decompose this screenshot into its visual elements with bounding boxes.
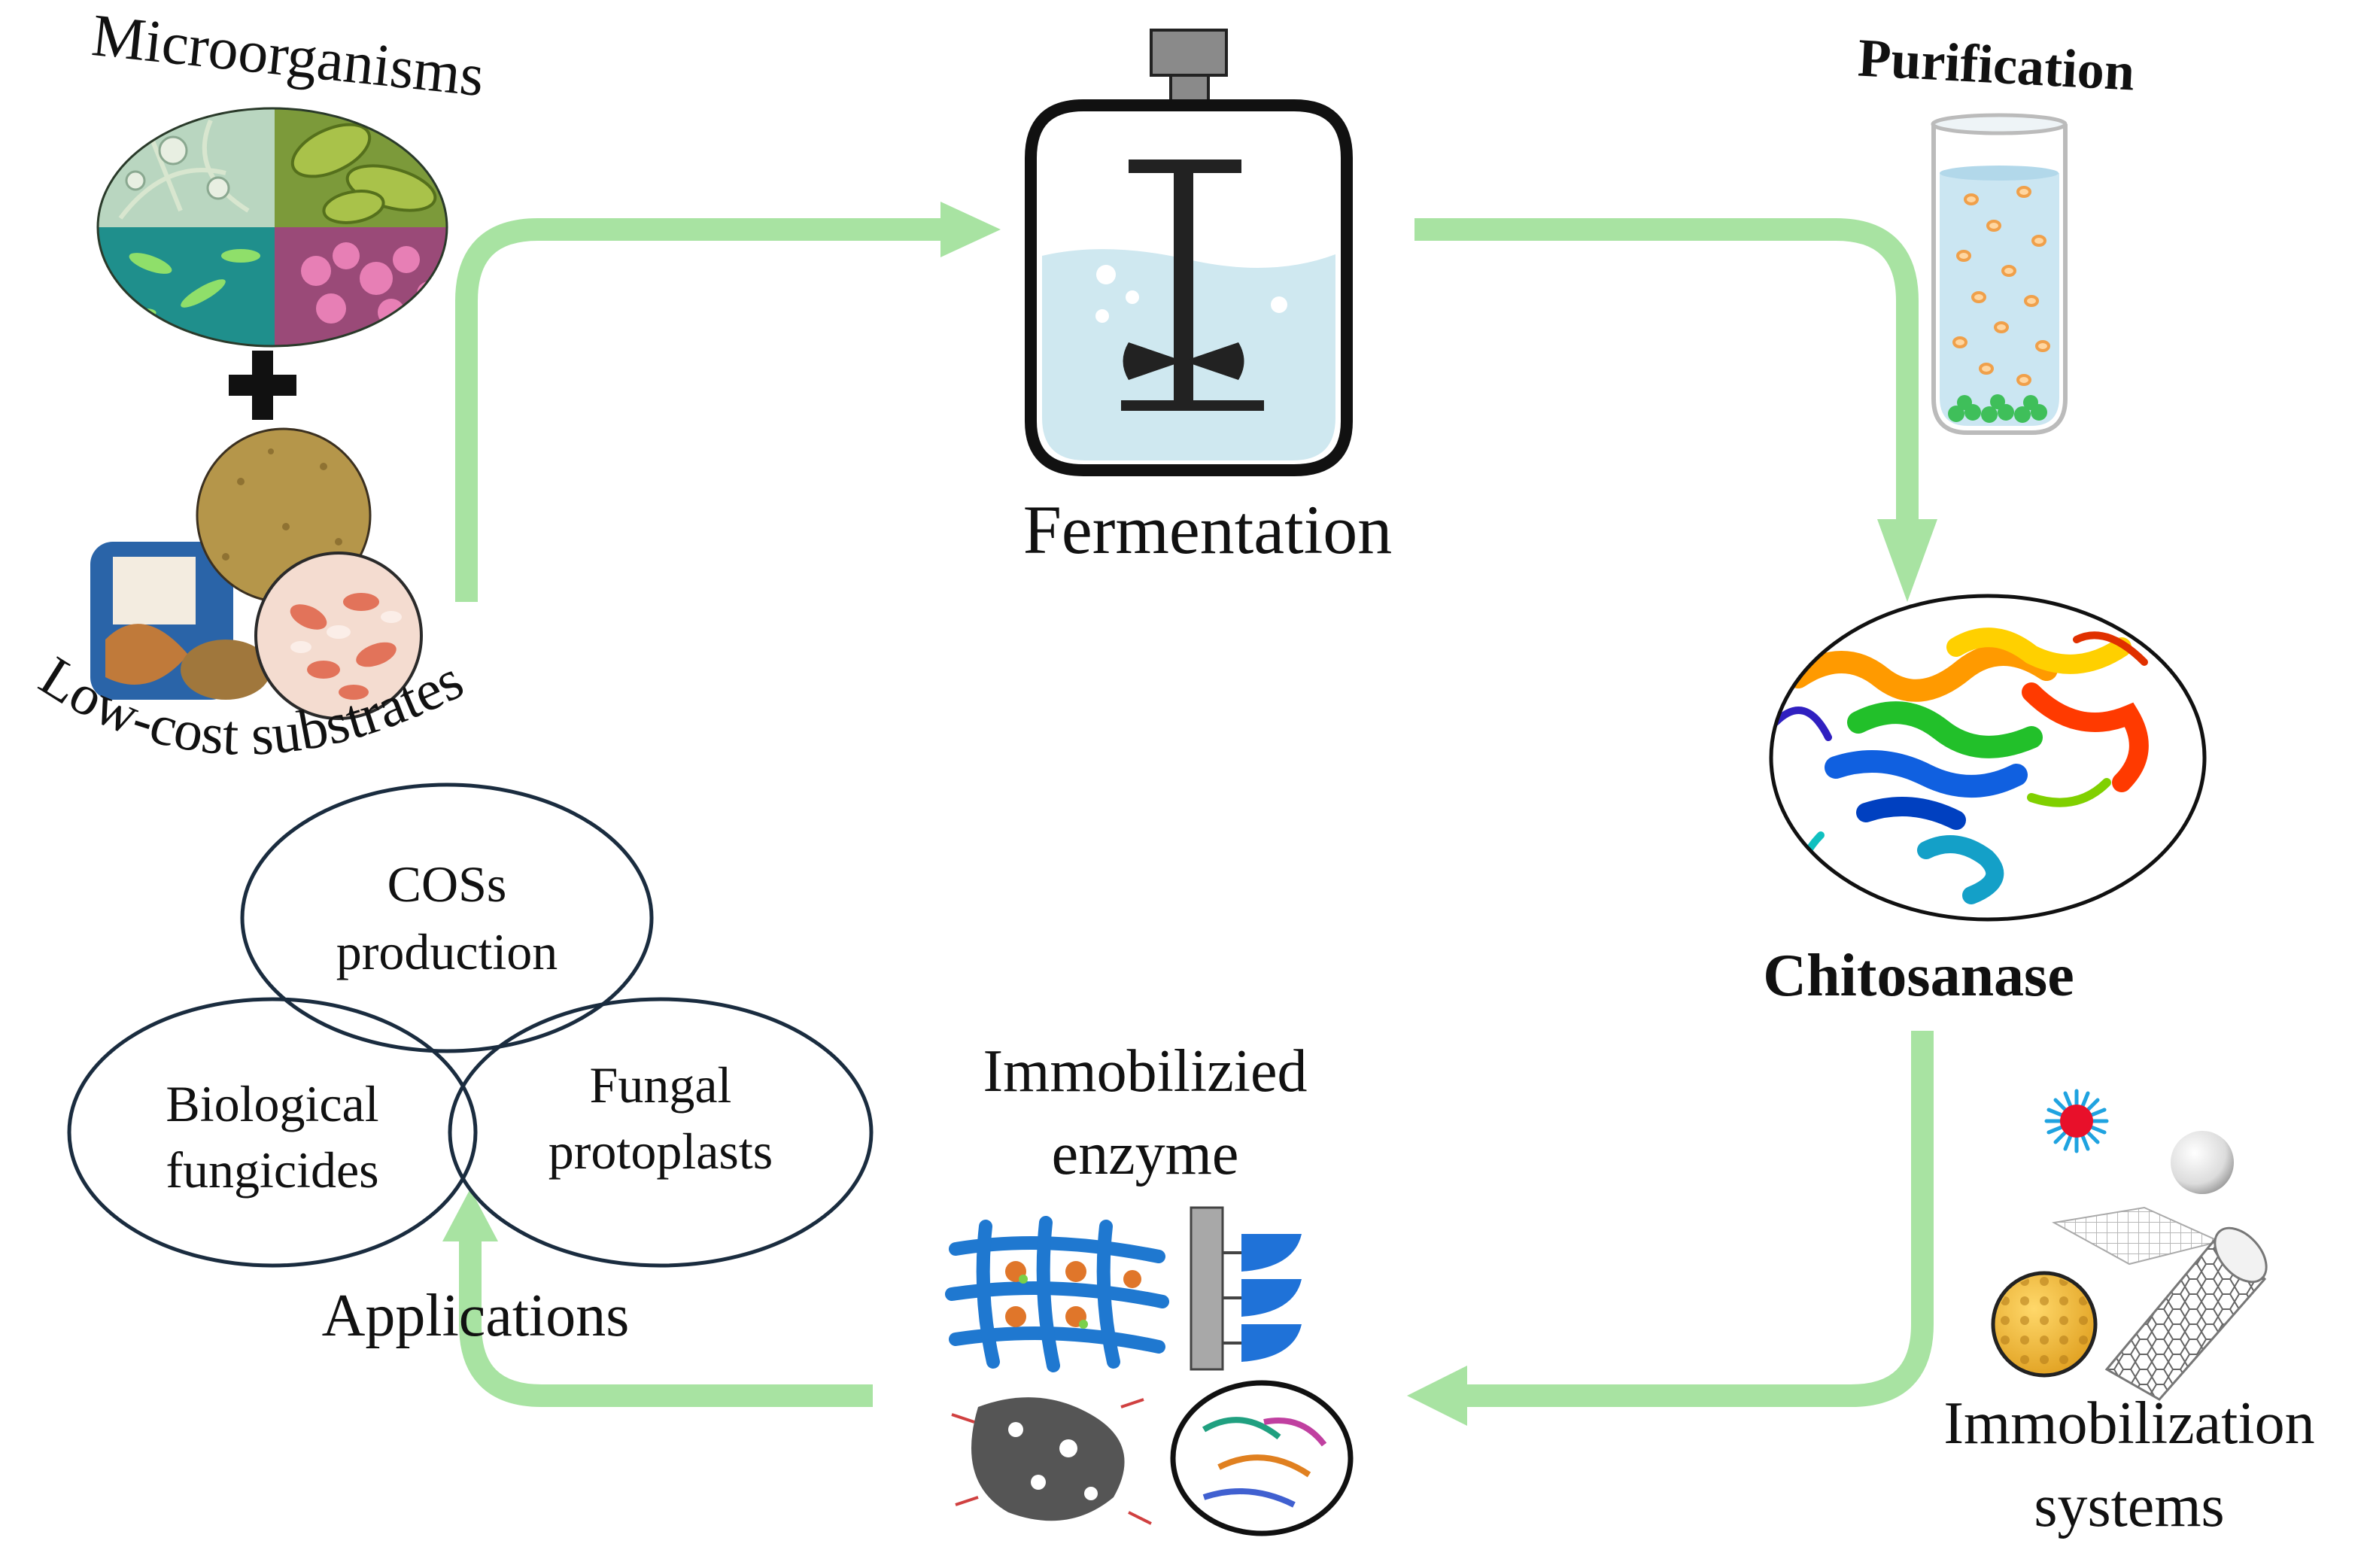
biological-label-line2: fungicides <box>166 1141 378 1199</box>
plus-icon <box>229 351 296 420</box>
test-tube-icon <box>1931 113 2068 435</box>
substrate-collage <box>90 427 423 720</box>
flow-arrows <box>455 218 1934 1407</box>
arrow-chitosanase-to-immobilization <box>1467 1031 1934 1407</box>
arrowhead-left <box>1407 1366 1467 1426</box>
immobilized-enzyme-label-line2: enzyme <box>1052 1121 1239 1187</box>
arrowhead-down <box>1877 519 1937 602</box>
arrowhead-right <box>940 202 1001 257</box>
cos-label-line1: COSs <box>387 855 507 913</box>
microorganisms-label: Microorganisms <box>89 2 487 109</box>
immobilized-enzyme-collage <box>945 1206 1354 1536</box>
arrowhead-up <box>442 1189 498 1241</box>
cos-label-line2: production <box>336 923 558 980</box>
fungal-label-line2: protoplasts <box>548 1123 773 1180</box>
immobilized-enzyme-label-line1: Immobilizied <box>983 1038 1307 1105</box>
applications-venn <box>67 782 874 1268</box>
venn-circle-biological <box>67 997 478 1268</box>
arrow-fermentation-to-purification <box>1414 218 1919 519</box>
immobilization-label-line2: systems <box>2034 1473 2224 1539</box>
column-carrier-icon <box>1190 1206 1302 1371</box>
immobilization-label-line1: Immobilization <box>1943 1390 2314 1457</box>
venn-circle-fungal <box>448 997 874 1268</box>
arrow-substrates-to-fermentation <box>455 218 940 602</box>
fungal-label-line1: Fungal <box>590 1056 732 1114</box>
arrow-immobilized-to-applications <box>459 1241 873 1407</box>
fermenter-icon <box>1025 29 1353 476</box>
nanocarrier-collage <box>1991 1089 2268 1401</box>
purification-label: Purification <box>1856 27 2136 102</box>
venn-circle-cos <box>240 782 654 1053</box>
chitosanase-label: Chitosanase <box>1763 943 2074 1009</box>
mesh-carrier-icon <box>945 1216 1169 1372</box>
applications-label: Applications <box>322 1283 630 1349</box>
microorganism-collage <box>98 108 447 346</box>
porous-carrier-icon <box>951 1397 1152 1525</box>
fermentation-label: Fermentation <box>1023 491 1393 568</box>
biological-label-line1: Biological <box>166 1075 378 1132</box>
arrow-heads <box>442 202 1937 1426</box>
protein-structure <box>1769 594 2207 922</box>
